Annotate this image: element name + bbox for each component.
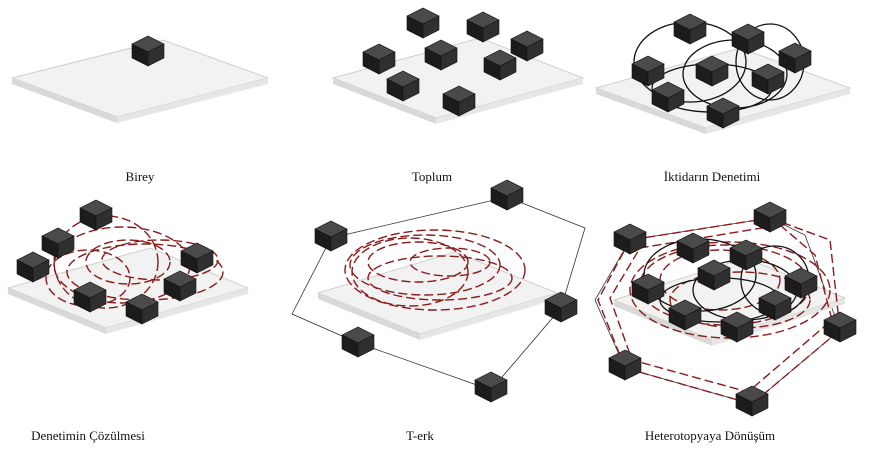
cube xyxy=(613,223,647,255)
panel-iktidar: İktidarın Denetimi xyxy=(594,13,852,184)
cube xyxy=(79,199,113,231)
platform xyxy=(316,251,559,340)
panel-label: İktidarın Denetimi xyxy=(664,169,761,184)
panel-label: Birey xyxy=(126,169,155,184)
outer-boundary xyxy=(291,196,586,391)
panel-hetero: Heterotopyaya Dönüşüm xyxy=(594,201,857,443)
panel-label: T-erk xyxy=(406,428,434,443)
panel-birey: Birey xyxy=(10,35,270,184)
cube xyxy=(753,201,787,233)
panel-toplum: Toplum xyxy=(331,7,585,184)
platform xyxy=(10,39,270,123)
cube xyxy=(823,311,857,343)
dissolution-lines xyxy=(344,229,526,311)
cube xyxy=(673,13,707,45)
panel-label: Toplum xyxy=(412,169,452,184)
panel-label: Denetimin Çözülmesi xyxy=(31,428,145,443)
panel-label: Heterotopyaya Dönüşüm xyxy=(645,428,775,443)
panel-terk: T-erk xyxy=(291,179,586,443)
cube xyxy=(406,7,440,39)
cube xyxy=(341,326,375,358)
cube xyxy=(466,11,500,43)
cube xyxy=(608,349,642,381)
cube xyxy=(735,385,769,417)
cube xyxy=(314,220,348,252)
panel-cozulme: Denetimin Çözülmesi xyxy=(6,199,250,443)
cube xyxy=(490,179,524,211)
